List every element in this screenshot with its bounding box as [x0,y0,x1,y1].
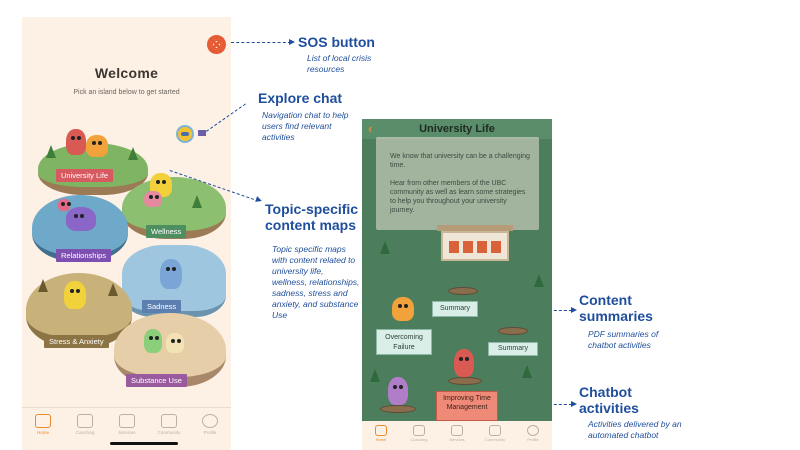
tree-icon [522,365,532,378]
arrow-head [255,196,263,204]
tab-label: Community [157,430,181,435]
red-creature-icon [454,349,474,377]
chat-icon [77,414,93,428]
tab-community[interactable]: Community [148,408,190,450]
tab-label: Home [375,437,387,442]
tree-icon [128,147,138,160]
services-icon [119,414,135,428]
community-icon [161,414,177,428]
sos-arrow [231,42,291,43]
page-title: Welcome [94,65,159,81]
tab-community[interactable]: Community [476,421,514,450]
platform [498,327,528,335]
tree-icon [370,369,380,382]
tab-home[interactable]: Home [362,421,400,450]
orange-creature-icon [392,297,414,321]
tab-label: Community [484,437,506,442]
university-life-screen: ‹ University Life We know that universit… [362,119,552,450]
island-label[interactable]: Relationships [56,249,112,262]
content-title: Content summaries [579,292,653,324]
platform [448,377,482,385]
profile-icon [202,414,218,428]
intro-card [376,137,539,230]
tab-label: Services [449,437,465,442]
tab-profile[interactable]: Profile [189,408,231,450]
platform [380,405,416,413]
screen-title: University Life [419,123,495,135]
intro-text-2: Hear from other members of the UBC commu… [390,180,526,214]
header [362,119,552,139]
tab-coaching[interactable]: Coaching [64,408,106,450]
tab-label: Coaching [75,430,95,435]
sos-lifebuoy-icon[interactable] [207,35,226,54]
tree-icon [108,283,118,296]
tab-profile[interactable]: Profile [514,421,552,450]
tab-services[interactable]: Services [106,408,148,450]
tab-coaching[interactable]: Coaching [400,421,438,450]
arrow-head [571,307,577,313]
profile-icon [527,425,539,436]
chat-icon [413,425,425,436]
island-label[interactable]: Stress & Anxiety [44,335,109,348]
explore-desc: Navigation chat to help users find relev… [262,110,349,142]
tab-home[interactable]: Home [22,408,64,450]
chatbot-title: Chatbot activities [579,384,639,416]
sos-title: SOS button [298,34,375,50]
tab-label: Home [36,430,49,435]
topic-title: Topic-specific content maps [265,201,359,233]
home-indicator [110,442,178,445]
content-desc: PDF summaries of chatbot activities [588,329,659,350]
green-creature-icon [144,329,162,353]
purple-creature-icon [388,377,408,405]
summary-button[interactable]: Summary [432,301,478,317]
community-icon [489,425,501,436]
tab-services[interactable]: Services [438,421,476,450]
island-label[interactable]: Substance Use [126,374,187,387]
back-chevron-icon[interactable]: ‹ [368,121,373,136]
university-building-icon [437,225,513,261]
services-icon [451,425,463,436]
arrow-head [289,39,295,45]
home-screen: Welcome Pick an island below to get star… [22,17,231,450]
flag-icon [198,130,206,136]
island-label[interactable]: Wellness [146,225,187,238]
tree-icon [192,195,202,208]
home-icon [375,425,387,436]
blue-creature-icon [160,259,182,289]
arrow-head [571,401,577,407]
platform [448,287,478,295]
chatbot-desc: Activities delivered by an automated cha… [588,419,682,440]
explore-title: Explore chat [258,90,343,106]
tab-label: Profile [527,437,539,442]
pink-small-creature-icon [58,199,70,211]
tab-label: Profile [203,430,217,435]
pink-creature-icon [144,191,162,207]
sos-desc: List of local crisis resources [307,53,372,74]
improving-time-management-button[interactable]: Improving Time Management [436,391,498,421]
island-label[interactable]: University Life [56,169,114,182]
topic-desc: Topic specific maps with content related… [272,244,360,320]
summary-button-2[interactable]: Summary [488,342,538,356]
red-creature-icon [66,129,86,155]
purple-creature-icon [66,207,96,231]
cream-creature-icon [166,333,184,353]
tree-icon [380,241,390,254]
tab-label: Coaching [410,437,428,442]
explore-chat-robot-icon[interactable] [176,125,194,143]
orange-creature-icon [86,135,108,157]
tree-icon [46,145,56,158]
tree-icon [38,279,48,292]
yellow-spiky-creature-icon [64,281,86,309]
page-subtitle: Pick an island below to get started [73,89,180,96]
overcoming-failure-button[interactable]: Overcoming Failure [376,329,432,355]
intro-text-1: We know that university can be a challen… [390,153,530,169]
tab-label: Services [118,430,136,435]
tree-icon [534,274,544,287]
bottom-tab-bar: Home Coaching Services Community Profile [362,421,552,450]
home-icon [35,414,51,428]
island-label[interactable]: Sadness [142,300,182,313]
